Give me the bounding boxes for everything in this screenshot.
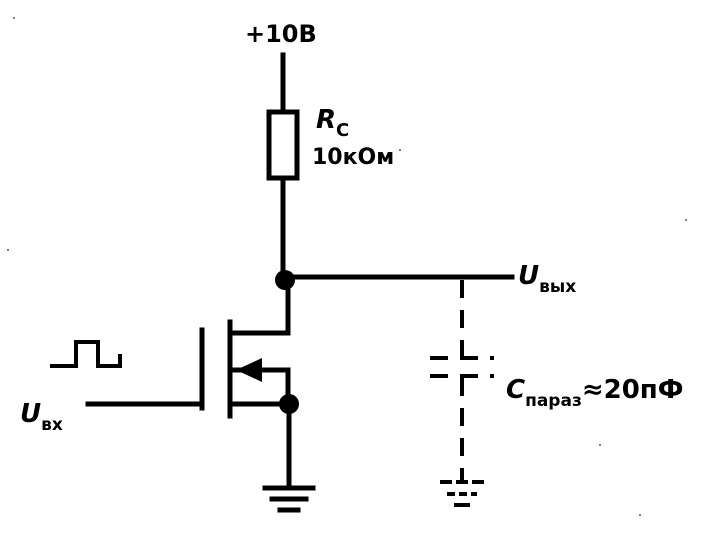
- resistor-label: RC: [316, 105, 349, 141]
- ground-symbol: [262, 485, 316, 513]
- square-wave-icon: [50, 340, 122, 368]
- input-label: Uвх: [20, 399, 63, 435]
- cap-ground-symbol: [440, 480, 484, 507]
- output-label: Uвых: [518, 261, 576, 297]
- substrate-arrow: [236, 358, 262, 382]
- resistor-value: 10кОм: [312, 145, 394, 170]
- scan-specks: [7, 17, 687, 516]
- capacitor-label: Cпараз≈20пФ: [506, 375, 684, 411]
- drain-node: [275, 270, 295, 290]
- supply-label: +10В: [245, 20, 317, 48]
- drain-resistor: [266, 109, 300, 181]
